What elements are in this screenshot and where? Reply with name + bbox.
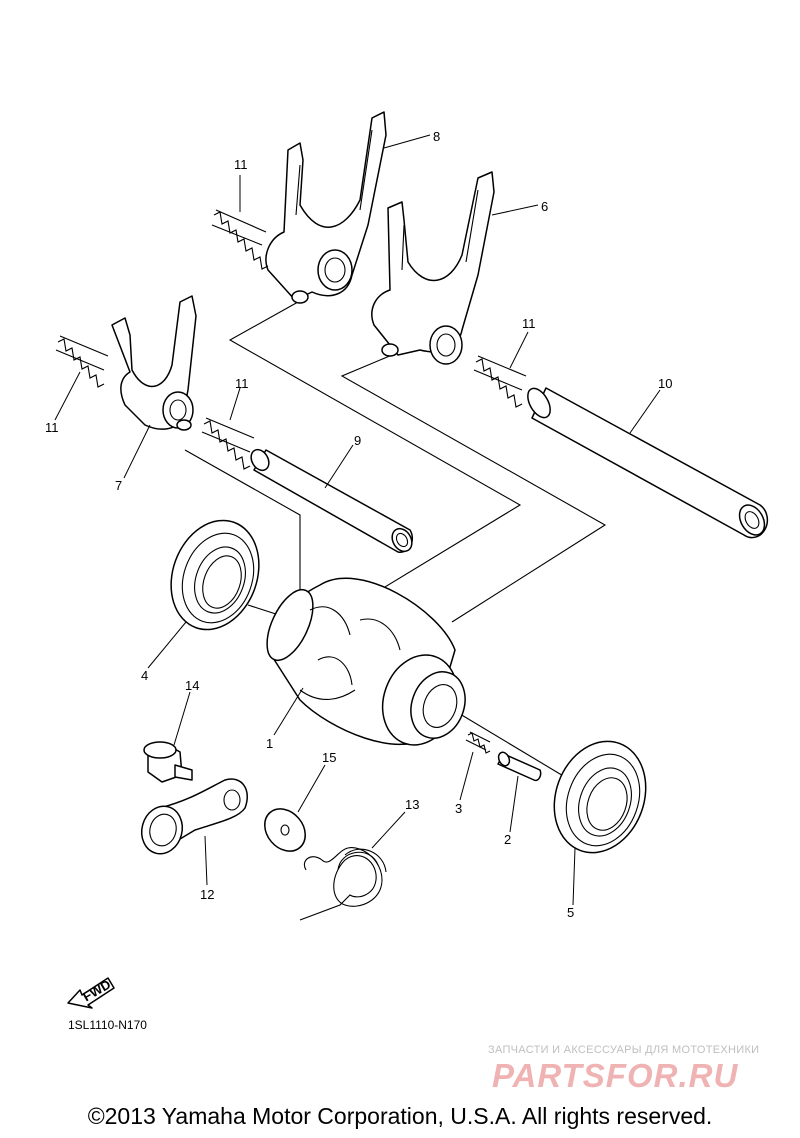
callout-14: 14 [185,678,199,693]
bearing-5 [553,740,647,854]
shift-fork-8 [265,111,387,304]
callout-15: 15 [322,750,336,765]
pin-2 [497,751,542,782]
callout-1: 1 [266,736,273,751]
callout-10: 10 [658,376,672,391]
callout-2: 2 [504,832,511,847]
callout-leader-lines [54,134,661,906]
spring-3 [465,731,491,754]
washer-15 [264,808,306,852]
shift-drum-1 [266,577,466,746]
bearing-4 [170,519,260,631]
callout-4: 4 [141,668,148,683]
callout-11-right: 11 [522,316,536,331]
callout-7: 7 [115,478,122,493]
callout-5: 5 [567,905,574,920]
shift-fork-6 [371,171,495,365]
callout-labels: 1 2 3 4 5 6 7 8 9 10 11 11 11 11 12 13 1… [45,129,672,920]
callout-11-middle: 11 [235,376,249,391]
spring-11-right [473,355,527,408]
shift-fork-shaft-9 [250,448,414,554]
callout-11-upper: 11 [234,157,248,172]
watermark-tagline: ЗАПЧАСТИ И АКСЕССУАРЫ ДЛЯ МОТОТЕХНИКИ [488,1044,760,1056]
drawing-code: 1SL1110-N170 [68,1018,147,1032]
callout-11-left: 11 [45,420,59,435]
copyright-notice: ©2013 Yamaha Motor Corporation, U.S.A. A… [87,1103,713,1129]
shift-fork-shaft-10 [527,387,769,539]
spring-11-middle [201,417,255,470]
watermark-logo: PARTSFOR.RU [492,1057,739,1094]
callout-6: 6 [541,199,548,214]
segment-12 [140,778,248,855]
callout-9: 9 [354,433,361,448]
callout-12: 12 [200,887,214,902]
shift-fork-7 [111,295,197,431]
callout-8: 8 [433,129,440,144]
spring-11-left [55,335,109,388]
assembly-guide-lines [184,301,607,781]
spring-11-upper [211,209,269,270]
bolt-14 [143,741,193,783]
callout-13: 13 [405,797,419,812]
callout-3: 3 [455,801,462,816]
forward-arrow-icon: FWD [67,977,115,1009]
torsion-spring-13 [299,847,387,921]
